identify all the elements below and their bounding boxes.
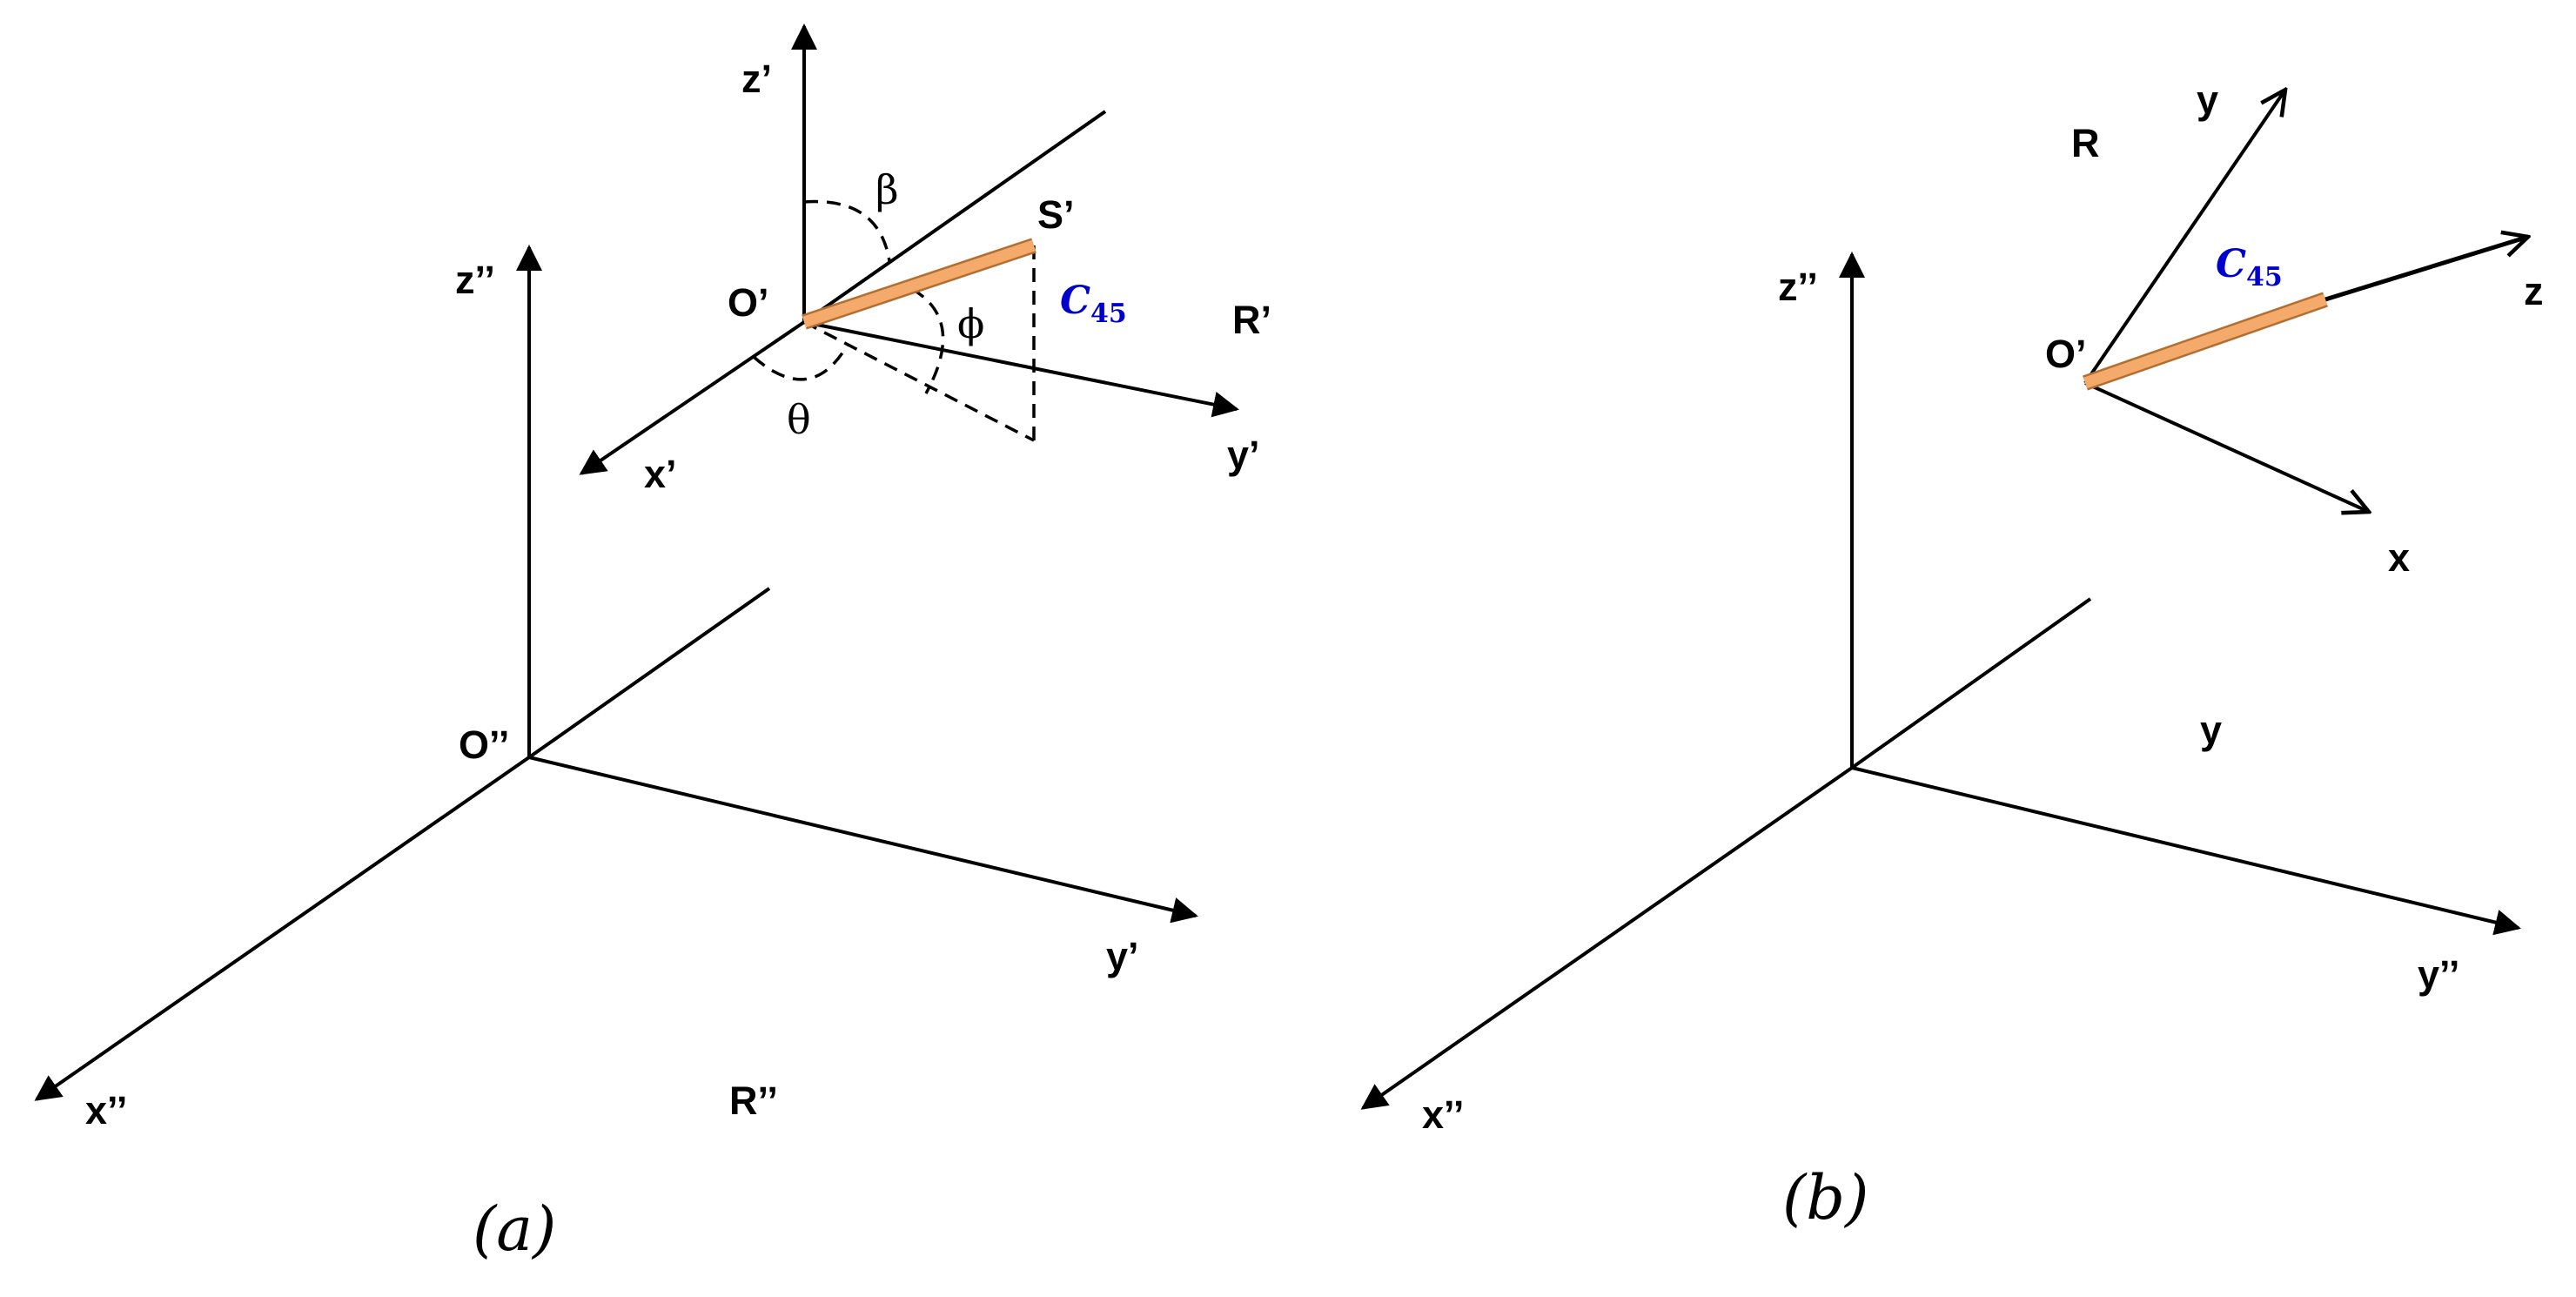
z1-label: z’: [741, 57, 772, 101]
frame-r1-name: R’: [1232, 298, 1271, 342]
y-axis-a: [528, 756, 1198, 924]
theta-label: θ: [787, 396, 811, 443]
beta-arc: [803, 199, 891, 262]
phi-label: ϕ: [957, 300, 984, 347]
panel-a: z’’ x’’ y’ O’’ R’’ z’ x’ y’ O’ R’ β ϕ θ …: [34, 24, 1271, 1265]
c45-main-b: C: [2216, 242, 2246, 286]
c45-label-a: C45: [1060, 279, 1127, 329]
y1-axis: [803, 320, 1239, 418]
y-label-b: y: [2197, 77, 2218, 122]
x2-label-b: x’’: [1422, 1092, 1464, 1137]
y1-label: y’: [1227, 433, 1260, 477]
c45-sub-b: 45: [2246, 262, 2283, 292]
caption-b: (b): [1782, 1162, 1868, 1233]
x2-label-a: x’’: [85, 1088, 127, 1132]
x2-axis-back-a: [527, 587, 771, 759]
rod-b: [2083, 293, 2328, 389]
frame-r-name: R: [2071, 121, 2100, 165]
rod-a: [802, 239, 1036, 328]
y2-label-b: y’’: [2418, 952, 2459, 997]
origin-y-label-b: y: [2200, 708, 2222, 752]
point-s-label: S’: [1037, 192, 1075, 237]
frame-r2-axes-b: [1360, 252, 2521, 1110]
y-axis-b: [2083, 90, 2285, 385]
z-axis-b: [2324, 237, 2528, 302]
phi-arc: [911, 287, 945, 394]
projection-ground: [803, 320, 1035, 442]
y-label-a: y’: [1106, 934, 1139, 978]
x1-axis-back: [802, 110, 1107, 324]
origin-o1-label-a: O’: [728, 280, 769, 325]
frame-r-axes: [2083, 90, 2528, 512]
x-label-b: x: [2388, 535, 2410, 580]
x2-axis-back-b: [1850, 597, 2092, 769]
frame-r2-axes-a: [34, 245, 1198, 1101]
origin-o2-label-a: O’’: [459, 722, 509, 767]
z2-label-b: z’’: [1778, 265, 1818, 309]
frame-r1-axes: [579, 24, 1239, 475]
c45-label-b: C45: [2216, 242, 2283, 292]
x-axis-b: [2084, 381, 2369, 512]
x2-axis-b: [1360, 766, 1854, 1110]
origin-o1-label-b: O’: [2045, 332, 2087, 376]
c45-main-a: C: [1060, 279, 1090, 323]
c45-sub-a: 45: [1090, 299, 1127, 329]
z-label-b: z: [2524, 269, 2544, 313]
x1-axis: [579, 320, 806, 475]
z2-label-a: z’’: [455, 258, 495, 302]
frame-r2-name-a: R’’: [729, 1079, 778, 1123]
beta-label: β: [875, 166, 899, 213]
y2-axis-b: [1851, 766, 2521, 936]
x1-label: x’: [644, 452, 677, 496]
panel-b: z’’ x’’ y’’ y R y x z O’ C45 (b): [1360, 77, 2544, 1233]
theta-arc: [752, 344, 849, 381]
caption-a: (a): [473, 1193, 556, 1265]
x2-axis-a: [34, 756, 531, 1101]
